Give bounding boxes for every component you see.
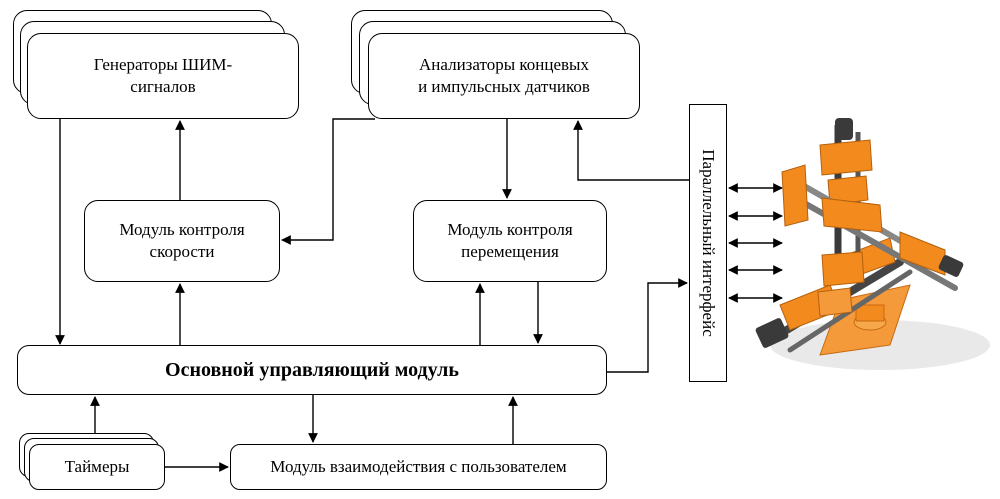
main-control-module-box: Основной управляющий модуль — [17, 345, 607, 395]
movement-control-module-box: Модуль контроля перемещения — [413, 200, 607, 282]
analyzers-box: Анализаторы концевых и импульсных датчик… — [368, 33, 640, 119]
arrow-analyzers-to-speed — [281, 118, 375, 245]
arrow-main-to-parallel — [607, 278, 688, 373]
parallel-interface-box: Параллельный интерфейс — [689, 104, 727, 382]
pwm-generators-box: Генераторы ШИМ- сигналов — [27, 33, 299, 119]
speed-control-module-box: Модуль контроля скорости — [84, 200, 280, 282]
arrow-parallel-to-analyzers — [573, 120, 689, 181]
user-interaction-module-box: Модуль взаимодействия с пользователем — [230, 444, 607, 490]
timers-box: Таймеры — [29, 444, 165, 490]
robot-illustration — [755, 118, 990, 370]
